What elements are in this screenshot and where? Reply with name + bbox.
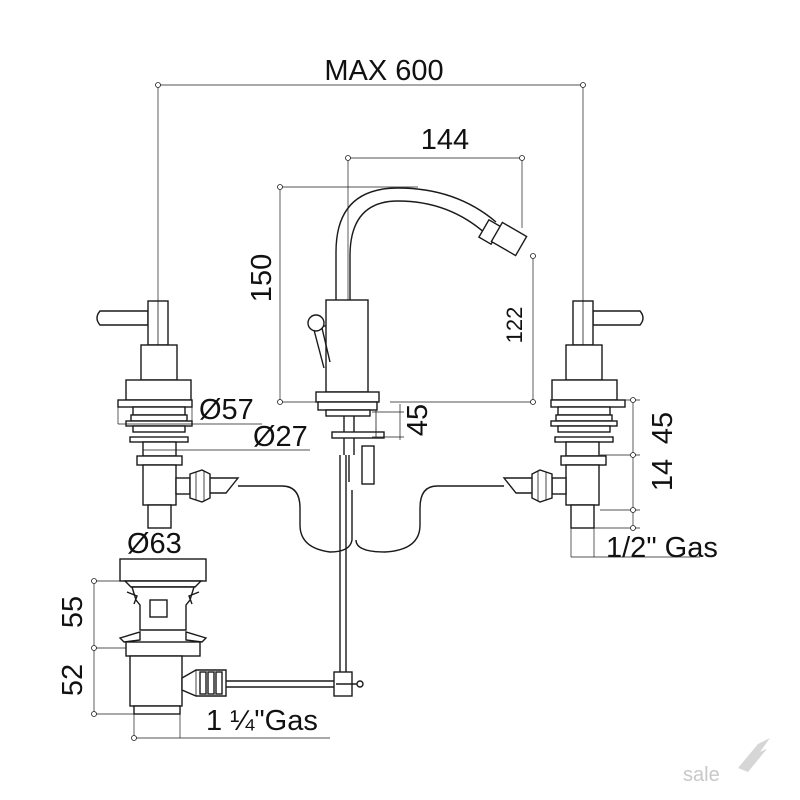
- dim-label-waste-thread: 1 ¼"Gas: [206, 705, 318, 737]
- dimension-max-600: MAX 600: [155, 55, 586, 300]
- pop-up-waste: [118, 558, 364, 715]
- dim-label-inlet-thread: 1/2" Gas: [606, 532, 718, 564]
- dimension-45-central: 45: [372, 404, 434, 440]
- dim-label-dia-63: Ø63: [127, 528, 182, 560]
- dim-label-max-600: MAX 600: [324, 55, 443, 87]
- dim-label-dia-57: Ø57: [199, 394, 254, 426]
- dim-label-150: 150: [246, 254, 278, 302]
- dimension-dia-63: Ø63: [127, 528, 182, 560]
- dimension-dia-27: Ø27: [142, 421, 310, 453]
- flexible-hoses: [238, 485, 504, 553]
- watermark-mark-icon: [738, 738, 770, 772]
- dim-label-52-waste: 52: [57, 664, 89, 696]
- dimension-55-52-waste: 55 52: [57, 578, 134, 717]
- dim-label-14-side: 14: [647, 459, 679, 491]
- dimension-45-14-side: 45 14: [594, 397, 679, 531]
- dimension-150: 150: [246, 184, 418, 405]
- dimension-122: 122: [390, 253, 536, 405]
- dim-label-55-waste: 55: [57, 596, 89, 628]
- dimension-waste-thread: 1 ¼"Gas: [131, 705, 330, 741]
- dim-label-dia-27: Ø27: [253, 421, 308, 453]
- watermark-logo: sale: [683, 738, 772, 786]
- dimension-dia-57: Ø57: [117, 394, 262, 426]
- watermark-text: sale: [683, 764, 720, 786]
- dim-label-45-side: 45: [647, 412, 679, 444]
- dim-label-122: 122: [502, 307, 527, 344]
- left-valve: [96, 300, 240, 529]
- dimension-inlet-thread: 1/2" Gas: [570, 528, 718, 564]
- central-spout-body: [307, 187, 528, 672]
- dimension-144: 144: [345, 124, 525, 300]
- right-valve: [502, 300, 644, 529]
- dim-label-144: 144: [421, 124, 469, 156]
- dim-label-45-central: 45: [402, 404, 434, 436]
